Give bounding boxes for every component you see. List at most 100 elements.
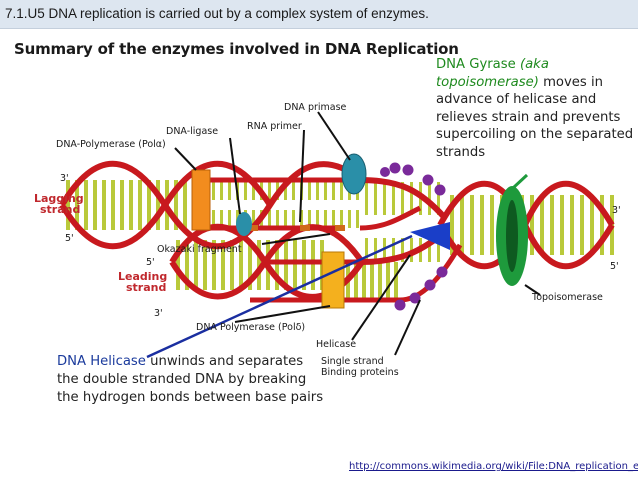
base-pair-rung	[268, 210, 271, 228]
base-pair-rung	[284, 210, 287, 228]
rna-primer-3	[335, 225, 345, 231]
base-pair-rung	[340, 180, 343, 200]
base-pair-rung	[93, 180, 97, 230]
base-pair-rung	[570, 195, 574, 255]
source-link[interactable]: http://commons.wikimedia.org/wiki/File:D…	[349, 461, 638, 472]
label-5prime-lagging: 5'	[65, 233, 74, 244]
base-pair-rung	[428, 238, 431, 262]
base-pair-rung	[292, 180, 295, 200]
label-5prime-right: 5'	[610, 261, 619, 272]
base-pair-rung	[316, 180, 319, 200]
gyrase-name: DNA Gyrase	[436, 57, 516, 72]
base-pair-rung	[239, 240, 243, 290]
base-pair-rung	[410, 182, 413, 215]
base-pair-rung	[284, 180, 287, 200]
base-pair-rung	[120, 180, 124, 230]
base-pair-rung	[111, 180, 115, 230]
base-pair-rung	[212, 180, 215, 200]
base-pair-rung	[84, 180, 88, 230]
base-pair-rung	[194, 240, 198, 290]
base-pair-rung	[248, 240, 252, 290]
base-pair-rung	[221, 240, 225, 290]
base-pair-rung	[220, 210, 223, 228]
base-pair-rung	[580, 195, 584, 255]
base-pair-rung	[392, 182, 395, 215]
base-pair-rung	[362, 262, 366, 300]
label-lagging-1: Lagging	[34, 192, 84, 205]
base-pair-rung	[302, 240, 306, 290]
label-dna-primase: DNA primase	[284, 102, 347, 113]
topoisomerase-hole	[506, 200, 518, 272]
label-topoisomerase: Topoisomerase	[531, 292, 603, 303]
gyrase-pointer	[511, 173, 529, 190]
rna-primer-1	[248, 225, 258, 231]
base-pair-rung	[348, 210, 351, 228]
base-pair-rung	[356, 210, 359, 228]
gyrase-aka: (aka topoisomerase)	[436, 57, 549, 90]
gyrase-rest: moves in advance of helicase and relieve…	[436, 74, 634, 160]
label-ssb-line1: Single strand	[321, 356, 384, 367]
helicase-name: DNA Helicase	[57, 354, 146, 369]
base-pair-rung	[220, 180, 223, 200]
base-pair-rung	[102, 180, 106, 230]
base-pair-rung	[401, 182, 404, 215]
label-okazaki-fragment: Okazaki fragment	[157, 244, 242, 255]
fork-upper-backbone	[359, 177, 448, 220]
label-dna-polymerase-alpha: DNA-Polymerase (Polα)	[56, 139, 166, 150]
base-pair-rung	[470, 195, 474, 255]
base-pair-rung	[365, 238, 368, 262]
polymerase-delta	[321, 251, 345, 309]
base-pair-rung	[340, 210, 343, 228]
base-pair-rung	[550, 195, 554, 255]
base-pair-rung	[365, 182, 368, 215]
label-helicase: Helicase	[316, 339, 356, 350]
base-pair-rung	[401, 238, 404, 262]
label-5prime-leading: 5'	[146, 257, 155, 268]
base-pair-rung	[324, 180, 327, 200]
base-pair-rung	[383, 182, 386, 215]
base-pair-rung	[480, 195, 484, 255]
single-strand-binding-proteins	[380, 162, 448, 311]
base-pair-rung	[203, 240, 207, 290]
base-pair-rung	[374, 238, 377, 262]
base-pair-rung	[332, 210, 335, 228]
gyrase-description: DNA Gyrase (aka topoisomerase) moves in …	[436, 56, 636, 161]
label-leading-1: Leading	[118, 270, 167, 283]
base-pair-rung	[386, 262, 390, 300]
base-pair-rung	[212, 210, 215, 228]
base-pair-rung	[308, 210, 311, 228]
base-pair-rung	[252, 180, 255, 200]
lagging-backbone-2	[59, 160, 273, 250]
polymerase-alpha	[191, 169, 211, 231]
base-pair-rung	[156, 180, 160, 230]
base-pair-rung	[268, 180, 271, 200]
helicase-description: DNA Helicase unwinds and separates the d…	[57, 353, 327, 407]
label-leading-2: strand	[126, 281, 166, 294]
base-pair-rung	[284, 240, 288, 290]
base-pair-rung	[66, 180, 70, 230]
pointer-lines	[174, 111, 541, 356]
slide-header-text: 7.1.U5 DNA replication is carried out by…	[5, 6, 429, 21]
base-pair-rung	[230, 240, 234, 290]
base-pair-rung	[437, 182, 440, 215]
base-pair-rung	[292, 210, 295, 228]
base-pair-rung	[147, 180, 151, 230]
base-pair-rung	[244, 180, 247, 200]
rna-primer-2	[300, 225, 310, 231]
base-pair-rung	[324, 210, 327, 228]
base-pair-rung	[174, 180, 178, 230]
base-pair-rung	[394, 262, 398, 300]
base-pair-rung	[276, 210, 279, 228]
base-pair-rung	[228, 210, 231, 228]
base-pair-rung	[370, 262, 374, 300]
base-pair-rung	[392, 238, 395, 262]
base-pair-rung	[374, 182, 377, 215]
label-3prime-lagging: 3'	[60, 173, 69, 184]
base-pair-rung	[378, 262, 382, 300]
base-pair-rung	[275, 240, 279, 290]
slide-header: 7.1.U5 DNA replication is carried out by…	[0, 0, 638, 29]
base-pair-rung	[252, 210, 255, 228]
base-pair-rung	[530, 195, 534, 255]
base-pair-rung	[428, 182, 431, 215]
